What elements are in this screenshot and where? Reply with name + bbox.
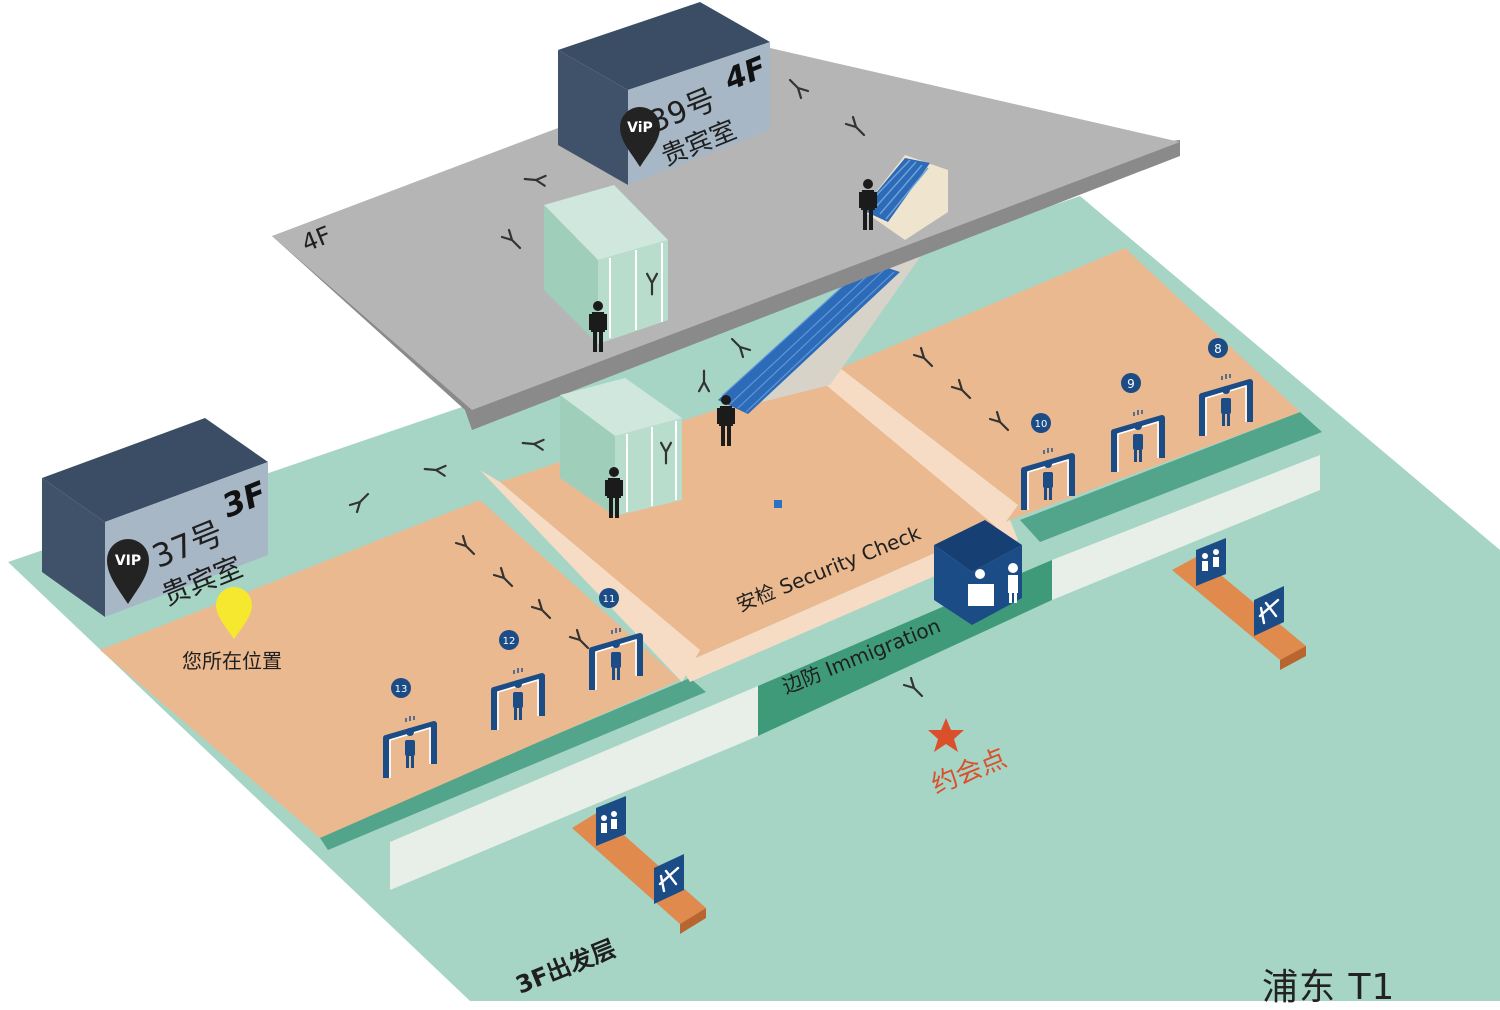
gate-badge-9: 9: [1121, 373, 1141, 393]
gate-badge-8: 8: [1208, 338, 1228, 358]
zone-wall-left: [480, 470, 700, 682]
corridor-right: [1052, 455, 1320, 600]
vip-lounge-37[interactable]: [42, 418, 268, 617]
gate-badge-13: 13: [391, 678, 411, 698]
gate-number-12: 12: [503, 636, 516, 647]
gate-badge-11: 11: [599, 588, 619, 608]
security-zone-right: [840, 248, 1300, 520]
escalator[interactable]: [718, 257, 900, 414]
gate-number-8: 8: [1214, 342, 1222, 356]
location-pin-icon: [216, 587, 252, 639]
floor-4f: [272, 48, 1180, 410]
service-sign-lower: [596, 796, 626, 846]
boundary-strip-left: [318, 678, 706, 850]
gate-number-13: 13: [395, 684, 408, 695]
boundary-strip-right: [1020, 412, 1322, 542]
staircase-4f[interactable]: [862, 155, 948, 240]
vip-lounge-39[interactable]: [558, 2, 770, 185]
zone-wall-right: [820, 368, 1018, 530]
zone-front-edge: [680, 520, 1018, 682]
vip-39-badge: ViP: [627, 120, 653, 136]
corridor-lower: [390, 686, 758, 890]
star-icon: [928, 718, 964, 752]
gate-number-9: 9: [1127, 377, 1135, 391]
vip-39-pin: ViP: [620, 107, 660, 167]
officer-desk-icon: [968, 563, 1018, 606]
airplane-icon: [1254, 586, 1284, 636]
small-marker: [774, 500, 782, 508]
gate-number-10: 10: [1035, 419, 1048, 430]
map-title: 浦东 T1: [1262, 967, 1396, 1008]
vip-37-pin: VIP: [107, 539, 149, 604]
elevator-3f[interactable]: [560, 378, 682, 516]
vip-37-badge: VIP: [115, 553, 141, 569]
elevator-4f[interactable]: [544, 185, 668, 344]
gate-badge-10: 10: [1031, 413, 1051, 433]
people-icon: [1196, 538, 1226, 586]
you-are-here-label: 您所在位置: [182, 649, 282, 673]
security-zone-left: [100, 500, 680, 838]
gate-number-11: 11: [603, 594, 616, 605]
gate-badge-12: 12: [499, 630, 519, 650]
airplane-icon: [654, 854, 684, 904]
